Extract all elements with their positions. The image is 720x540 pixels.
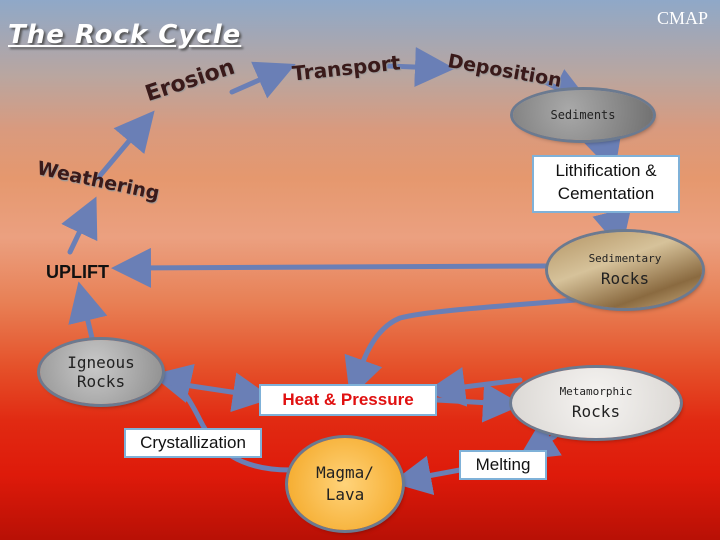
arrow-metamorphic-to-melting [517, 421, 562, 461]
node-sediments-label: Sediments [550, 108, 616, 122]
arrow-transport-to-deposition [385, 47, 455, 88]
box-melting: Melting [461, 452, 545, 478]
node-sediments: Sediments [513, 90, 653, 140]
arrow-melting-to-magma [391, 455, 463, 496]
node-igneous-label: Igneous Rocks [67, 353, 135, 391]
node-metamorphic-label: Metamorphic [559, 385, 633, 398]
arrow-sedimentary-to-uplift [111, 247, 549, 288]
node-igneous-rocks: Igneous Rocks [40, 340, 162, 404]
arrow-sedimentary-to-heat [344, 297, 578, 399]
arrow-igneous-to-heat [162, 372, 273, 413]
arrow-weathering-to-erosion [95, 110, 155, 181]
brand-label: CMAP [656, 8, 708, 28]
node-sedimentary-label: Sedimentary [588, 252, 662, 265]
node-sedimentary-rocks: Sedimentary Rocks [548, 232, 702, 308]
process-uplift: UPLIFT [46, 262, 109, 282]
node-metamorphic-rocks: Metamorphic Rocks [512, 368, 680, 438]
arrow-igneous-to-uplift [68, 281, 108, 341]
arrow-erosion-to-transport [229, 61, 296, 99]
node-metamorphic-rocks-label: Rocks [571, 402, 621, 421]
arrow-heat-to-metamorphic [434, 382, 523, 423]
box-crystallization: Crystallization [126, 430, 260, 456]
node-sedimentary-rocks-label: Rocks [600, 269, 650, 288]
arrow-metamorphic-to-heat [425, 367, 523, 407]
diagram-title: The Rock Cycle [8, 20, 242, 50]
node-magma-lava: Magma/ Lava [288, 438, 402, 530]
node-magma-label: Magma/ Lava [316, 463, 374, 504]
arrow-uplift-to-weathering [61, 196, 98, 255]
box-lithification: Lithification & Cementation [534, 157, 678, 211]
box-heat-pressure: Heat & Pressure [261, 386, 435, 414]
